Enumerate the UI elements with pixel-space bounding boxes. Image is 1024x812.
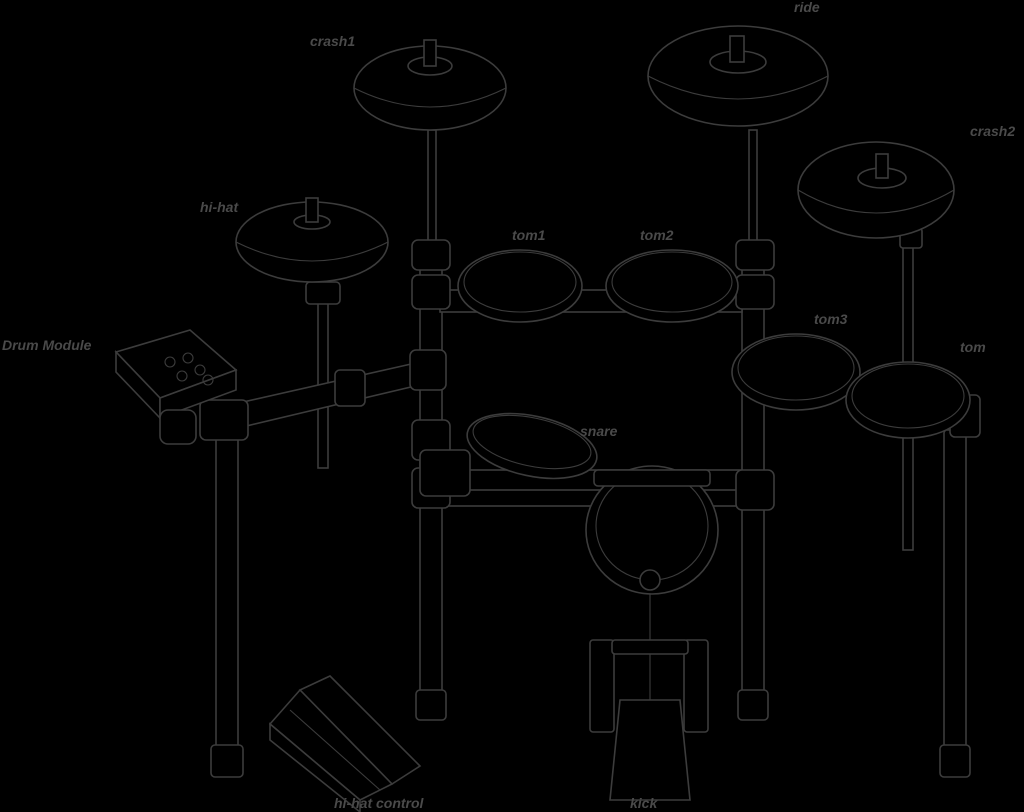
label-tom2: tom2 (640, 227, 674, 243)
label-tom: tom (960, 339, 986, 355)
label-kick: kick (630, 795, 658, 811)
tom3-pad (731, 333, 861, 411)
hihat-cymbal (235, 197, 389, 283)
crash1-cymbal (353, 39, 507, 131)
tom1-pad (457, 249, 583, 323)
drum-module (114, 329, 238, 445)
label-crash1: crash1 (310, 33, 356, 49)
right-front-leg (939, 429, 971, 778)
tom2-pad (605, 249, 739, 323)
label-crash2: crash2 (970, 123, 1016, 139)
label-tom3: tom3 (814, 311, 848, 327)
right-rear-upright (737, 129, 769, 721)
kick-pedal (589, 569, 709, 801)
label-ride: ride (794, 0, 820, 15)
label-drum-module: Drum Module (2, 337, 92, 353)
label-hihat: hi-hat (200, 199, 239, 215)
label-snare: snare (580, 423, 618, 439)
tom-pad (845, 361, 971, 439)
hihat-control-pedal (268, 675, 422, 812)
ride-cymbal (647, 25, 829, 127)
hihat-stand-rod (317, 279, 329, 469)
label-tom1: tom1 (512, 227, 546, 243)
left-front-leg (210, 429, 244, 778)
snare-pad (419, 412, 598, 497)
label-hihat-control: hi-hat control (334, 795, 424, 811)
crash2-cymbal (797, 141, 955, 239)
